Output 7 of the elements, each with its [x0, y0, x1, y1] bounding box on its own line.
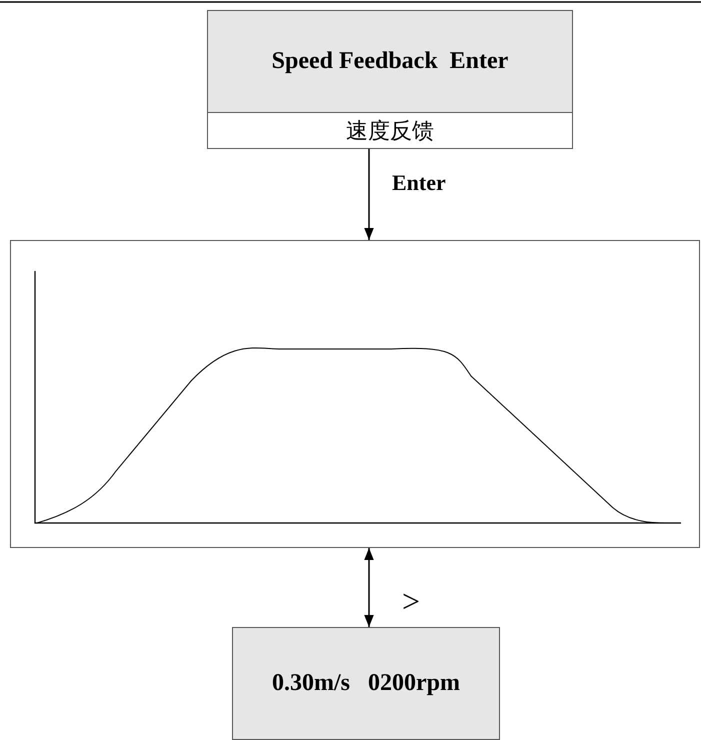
box-label: 速度反馈	[345, 116, 435, 144]
arrow	[364, 548, 374, 627]
display-box: 0.30m/s 0200rpm	[232, 627, 500, 740]
chart-frame	[10, 240, 700, 548]
display-box	[207, 10, 573, 149]
box-heading: Speed Feedback Enter	[208, 11, 572, 113]
arrow	[364, 149, 374, 240]
